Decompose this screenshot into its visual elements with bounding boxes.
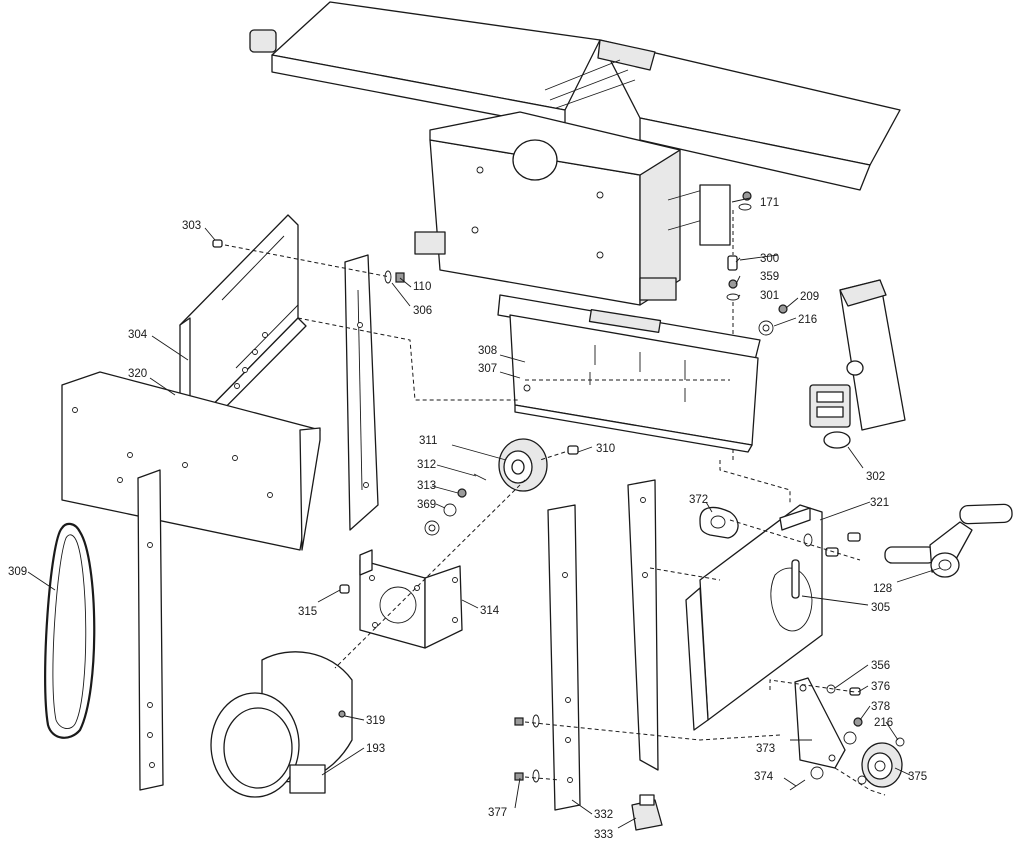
callout-377: 377	[488, 807, 507, 819]
stand-top-panel	[497, 294, 761, 453]
small-hardware	[339, 445, 579, 594]
callout-171: 171	[760, 197, 779, 209]
callout-375: 375	[908, 771, 927, 783]
leg-front-center	[547, 504, 581, 811]
motor	[210, 651, 353, 798]
callout-308: 308	[478, 345, 497, 357]
callout-209: 209	[800, 291, 819, 303]
motor-pulley	[498, 438, 548, 492]
callout-110: 110	[413, 281, 431, 293]
right-side-panel	[685, 504, 823, 731]
callout-314: 314	[480, 605, 500, 617]
callout-128: 128	[873, 583, 892, 595]
back-panel	[61, 371, 321, 551]
callout-333: 333	[594, 829, 613, 841]
leveling-foot	[631, 794, 663, 831]
motor-cap	[512, 139, 558, 181]
callout-376: 376	[871, 681, 890, 693]
callout-309: 309	[8, 566, 27, 578]
callout-332: 332	[594, 809, 613, 821]
leg-center	[344, 254, 379, 531]
fasteners-303-306-110	[212, 239, 405, 284]
drive-belt	[44, 522, 96, 739]
callout-216-bottom: 216	[874, 717, 893, 729]
callout-labels: 303 304 320 110 306 171 300 359 301 209 …	[8, 197, 927, 841]
motor-bracket	[359, 549, 463, 649]
cutter-head-teeth	[544, 59, 636, 109]
callout-315: 315	[298, 606, 317, 618]
callout-304: 304	[128, 329, 148, 341]
callout-320: 320	[128, 368, 147, 380]
callout-193: 193	[366, 743, 385, 755]
leader-lines	[27, 197, 941, 829]
callout-301: 301	[760, 290, 779, 302]
callout-302: 302	[866, 471, 885, 483]
callout-306: 306	[413, 305, 432, 317]
callout-311: 311	[419, 435, 437, 447]
bolts-377	[514, 714, 540, 783]
tension-bracket	[789, 677, 863, 791]
callout-321: 321	[870, 497, 889, 509]
callout-305: 305	[871, 602, 890, 614]
dust-chute	[809, 279, 906, 449]
callout-372: 372	[689, 494, 708, 506]
callout-356: 356	[871, 660, 890, 672]
callout-373: 373	[756, 743, 775, 755]
callout-359: 359	[760, 271, 779, 283]
callout-369: 369	[417, 499, 436, 511]
callout-319: 319	[366, 715, 385, 727]
jointer-table-assembly	[249, 1, 901, 306]
leg-front-right	[627, 479, 659, 771]
fasteners-171	[738, 191, 752, 211]
knob	[249, 29, 277, 53]
assembly-lines	[224, 244, 886, 796]
callout-313: 313	[417, 480, 436, 492]
idler-pulley	[857, 737, 905, 788]
crank-handle	[884, 503, 1013, 578]
callout-300: 300	[760, 253, 779, 265]
callout-378: 378	[871, 701, 890, 713]
callout-216-top: 216	[798, 314, 817, 326]
callout-303: 303	[182, 220, 201, 232]
leg-back-left	[137, 469, 164, 791]
callout-307: 307	[478, 363, 497, 375]
callout-374: 374	[754, 771, 774, 783]
callout-310: 310	[596, 443, 615, 455]
callout-312: 312	[417, 459, 436, 471]
fasteners-209-216	[758, 304, 788, 336]
bearing-block	[699, 506, 861, 557]
